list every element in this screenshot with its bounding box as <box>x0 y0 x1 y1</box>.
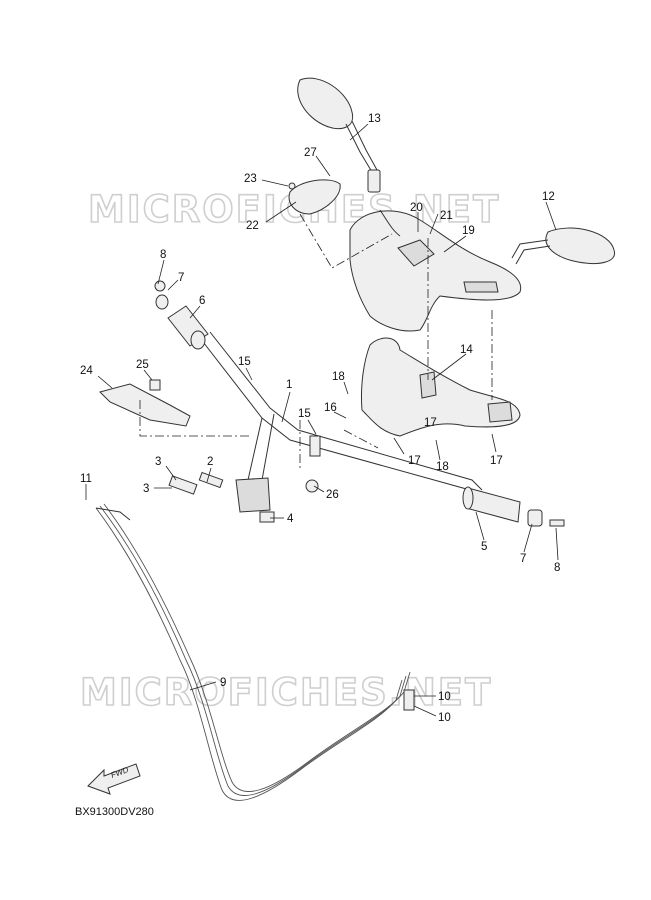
callout-21: 21 <box>440 210 453 222</box>
callout-9: 9 <box>220 677 226 689</box>
callout-17b: 17 <box>490 455 503 467</box>
callout-leaders <box>85 123 559 717</box>
callouts: 1 2 3 3 4 5 6 7 7 8 8 9 10 10 11 12 13 1… <box>80 113 560 724</box>
diagram-code: BX91300DV280 <box>75 806 154 818</box>
upper-cover-19 <box>349 209 522 332</box>
callout-3b: 3 <box>143 483 149 495</box>
watermark-bottom: MICROFICHES.NET <box>80 671 492 714</box>
callout-11: 11 <box>80 473 92 485</box>
mirror-left <box>297 77 381 193</box>
callout-22: 22 <box>246 220 259 232</box>
callout-5: 5 <box>481 541 487 553</box>
callout-18b: 18 <box>436 461 449 473</box>
callout-12: 12 <box>542 191 555 203</box>
callout-1: 1 <box>286 379 292 391</box>
callout-24: 24 <box>80 365 93 377</box>
callout-10a: 10 <box>438 691 451 703</box>
callout-3a: 3 <box>155 456 161 468</box>
lower-cover-14 <box>361 337 521 437</box>
fwd-arrow-icon: FWD <box>87 763 141 795</box>
mirror-right <box>511 227 616 265</box>
grip-5 <box>462 486 565 527</box>
callout-10b: 10 <box>438 712 451 724</box>
callout-4: 4 <box>287 513 294 525</box>
callout-17a: 17 <box>408 455 421 467</box>
callout-18a: 18 <box>332 371 345 383</box>
small-cover-22 <box>288 179 341 215</box>
callout-20: 20 <box>410 202 423 214</box>
callout-2: 2 <box>207 456 213 468</box>
callout-17c: 17 <box>424 417 437 429</box>
small-parts <box>99 280 321 523</box>
callout-7a: 7 <box>178 272 184 284</box>
callout-15b: 15 <box>298 408 311 420</box>
callout-13: 13 <box>368 113 381 125</box>
callout-8a: 8 <box>160 249 166 261</box>
cable-9 <box>95 503 415 801</box>
callout-7b: 7 <box>520 553 526 565</box>
callout-26: 26 <box>326 489 339 501</box>
callout-8b: 8 <box>554 562 560 574</box>
callout-16: 16 <box>324 402 337 414</box>
callout-27: 27 <box>304 147 317 159</box>
callout-15a: 15 <box>238 356 251 368</box>
callout-14: 14 <box>460 344 473 356</box>
assembly-lines <box>139 213 493 470</box>
callout-6: 6 <box>199 295 205 307</box>
callout-25: 25 <box>136 359 149 371</box>
callout-23: 23 <box>244 173 257 185</box>
callout-19: 19 <box>462 225 475 237</box>
grip-6 <box>155 294 209 350</box>
